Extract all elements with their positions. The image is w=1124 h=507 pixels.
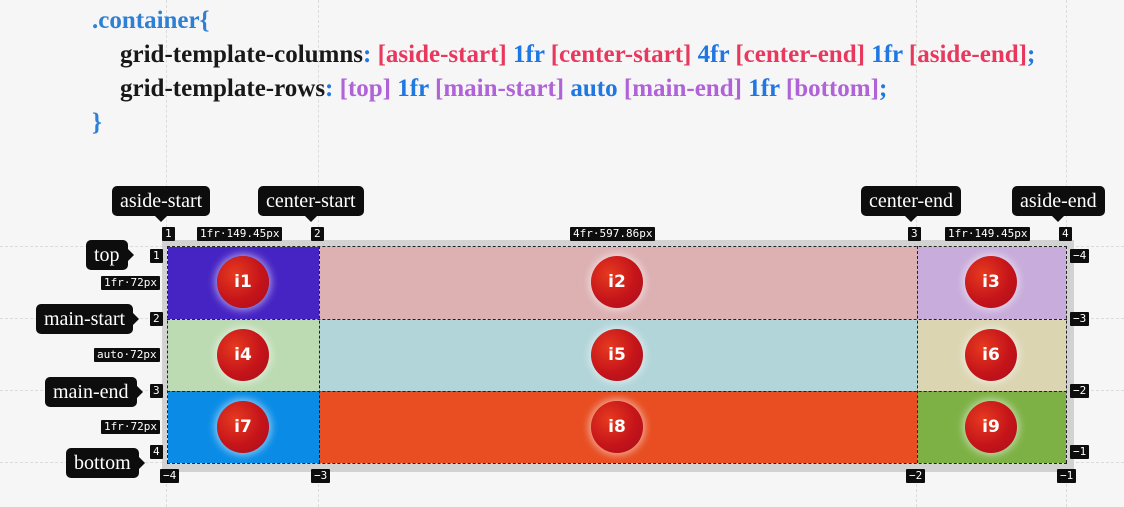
column-name-tag: aside-end [1012,186,1105,222]
row-size-label: auto·72px [94,348,160,362]
grid-item-label: i5 [591,329,643,381]
column-size-label: 4fr·597.86px [570,227,656,241]
code-line-name-token: [top] [339,75,392,102]
grid-item-label: i7 [217,401,269,453]
code-columns-value: [aside-start] 1fr [center-start] 4fr [ce… [371,41,1027,68]
column-name-tag: center-start [258,186,364,222]
column-name-tag: center-end [861,186,961,222]
row-size-label: 1fr·72px [101,420,160,434]
column-line-number-negative: −2 [906,469,926,483]
code-selector: .container{ [92,7,210,34]
column-line-number-negative: −4 [160,469,180,483]
code-line-name-token: [center-end] [735,41,865,68]
grid-line [917,246,918,463]
grid-item-label: i8 [591,401,643,453]
column-size-label: 1fr·149.45px [945,227,1031,241]
row-name-tag: top [86,240,134,270]
row-line-number: 3 [150,384,163,398]
code-columns-line: grid-template-columns: [aside-start] 1fr… [120,41,1036,68]
grid-item-label: i9 [965,401,1017,453]
code-line-name-token: [main-start] [435,75,565,102]
code-track-size-token: 1fr [871,41,903,68]
grid-item-label: i4 [217,329,269,381]
code-track-size-token: auto [570,75,618,102]
css-code-block: .container{ grid-template-columns: [asid… [92,4,1035,140]
grid-item-label: i2 [591,256,643,308]
grid-line [319,246,320,463]
column-size-label: 1fr·149.45px [197,227,283,241]
row-name-tag: bottom [66,448,145,478]
row-size-label: 1fr·72px [101,276,160,290]
row-line-number-negative: −3 [1070,312,1090,326]
grid-line [167,246,168,463]
row-line-number: 1 [150,249,163,263]
column-line-number: 4 [1059,227,1072,241]
column-line-number-negative: −3 [311,469,331,483]
row-line-number: 4 [150,445,163,459]
grid-line [167,391,1067,392]
code-track-size-token: 4fr [697,41,730,68]
code-rows-value: [top] 1fr [main-start] auto [main-end] 1… [333,75,879,102]
column-line-number-negative: −1 [1057,469,1077,483]
grid-item-label: i3 [965,256,1017,308]
column-line-number: 1 [162,227,175,241]
column-line-number: 3 [908,227,921,241]
code-rows-property: grid-template-rows [120,75,326,102]
grid-line [167,246,1067,247]
column-line-number: 2 [311,227,324,241]
code-line-name-token: [aside-start] [377,41,507,68]
row-line-number-negative: −1 [1070,445,1090,459]
code-columns-property: grid-template-columns [120,41,364,68]
code-line-name-token: [main-end] [623,75,742,102]
column-name-tag: aside-start [112,186,211,222]
grid-item-label: i6 [965,329,1017,381]
row-name-tag: main-start [36,304,140,334]
code-track-size-token: 1fr [513,41,545,68]
grid-item-label: i1 [217,256,269,308]
code-rows-line: grid-template-rows: [top] 1fr [main-star… [120,75,888,102]
code-line-name-token: [bottom] [785,75,879,102]
row-line-number: 2 [150,312,163,326]
row-line-number-negative: −4 [1070,249,1090,263]
grid-line [1066,246,1067,463]
grid-line [167,463,1067,464]
code-track-size-token: 1fr [397,75,429,102]
code-track-size-token: 1fr [748,75,780,102]
row-line-number-negative: −2 [1070,384,1090,398]
code-line-name-token: [center-start] [550,41,692,68]
row-name-tag: main-end [45,377,143,407]
code-close-brace: } [92,109,102,136]
grid-line [167,319,1067,320]
code-line-name-token: [aside-end] [908,41,1027,68]
